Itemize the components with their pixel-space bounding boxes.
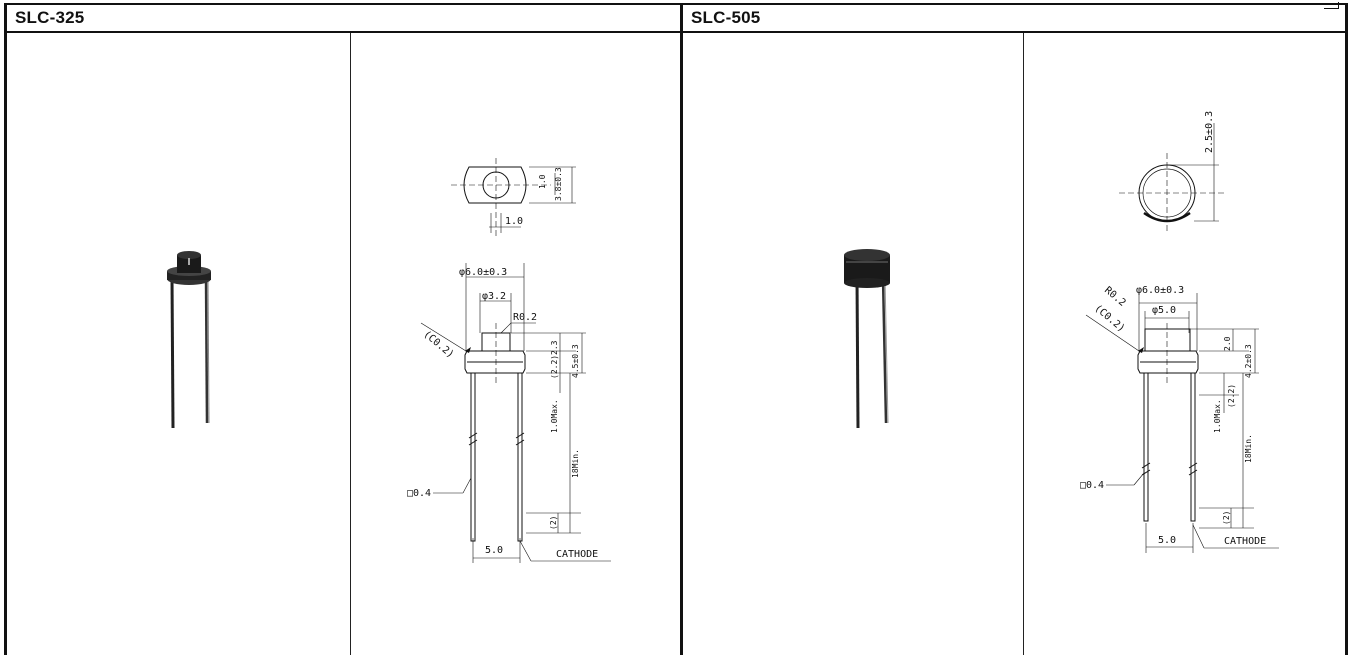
product-photo (683, 33, 1023, 655)
product-title: SLC-505 (691, 8, 761, 27)
product-photo (7, 33, 350, 655)
dim-pitch: 5.0 (1158, 535, 1176, 546)
dim-flange: (2.2) (1227, 384, 1236, 408)
drawing-slc-505: 2.5±0.3 φ6.0±0.3 φ5.0 R0.2 (C0.2) 2.0 4.… (1080, 111, 1279, 553)
dim-max-length: 1.0Max. (1213, 399, 1222, 433)
dim-lead-length: 18Min. (571, 449, 580, 478)
panel-header: SLC-505 (683, 2, 1345, 33)
datasheet-sheet: SLC-325 (4, 2, 1348, 655)
dim-radius: R0.2 (513, 312, 537, 323)
dim-max-length: 1.0Max. (550, 399, 559, 433)
dim-inner-diameter: φ5.0 (1152, 305, 1176, 316)
dim-inner-diameter: φ3.2 (482, 291, 506, 302)
dim-top-inner: 1.0 (538, 174, 547, 189)
dim-body-height: 4.2±0.3 (1244, 344, 1253, 378)
drawing-slc-325: 3.8±0.3 1.0 1.0 φ6.0±0.3 φ3.2 R0.2 (C0.2… (407, 158, 611, 563)
dim-pitch: 5.0 (485, 545, 503, 556)
dim-top-height: 2.5±0.3 (1204, 111, 1215, 153)
photo-slc-325-image (167, 251, 211, 429)
dim-lens-height: 2.3 (550, 340, 559, 355)
column-divider (1023, 33, 1024, 655)
cathode-label: CATHODE (556, 549, 598, 560)
column-divider (350, 33, 351, 655)
photo-slc-505-image (844, 249, 890, 429)
dimension-drawing: 2.5±0.3 φ6.0±0.3 φ5.0 R0.2 (C0.2) 2.0 4.… (1024, 33, 1345, 655)
dim-outer-diameter: φ6.0±0.3 (1136, 285, 1184, 296)
panel-slc-325: SLC-325 (7, 5, 680, 655)
panel-header: SLC-325 (7, 5, 680, 33)
dimension-drawing: 3.8±0.3 1.0 1.0 φ6.0±0.3 φ3.2 R0.2 (C0.2… (351, 33, 680, 655)
dim-top-offset: 1.0 (505, 216, 523, 227)
dim-top-width: 3.8±0.3 (554, 167, 563, 201)
cathode-label: CATHODE (1224, 536, 1266, 547)
dim-body-height: 4.5±0.3 (571, 344, 580, 378)
dim-flange: (2.2) (550, 355, 559, 379)
panel-slc-505: SLC-505 (680, 2, 1345, 655)
dim-lens-height: 2.0 (1223, 336, 1232, 351)
dim-radius: R0.2 (1102, 285, 1128, 309)
product-title: SLC-325 (15, 8, 85, 27)
dim-lead-square: □0.4 (1080, 480, 1104, 491)
dim-chamfer: (C0.2) (1092, 303, 1127, 335)
dim-outer-diameter: φ6.0±0.3 (459, 267, 507, 278)
dim-lead-tip: (2) (549, 516, 558, 530)
dim-lead-length: 18Min. (1244, 434, 1253, 463)
dim-lead-tip: (2) (1222, 511, 1231, 525)
dim-lead-square: □0.4 (407, 488, 431, 499)
corner-mark (1324, 2, 1339, 9)
